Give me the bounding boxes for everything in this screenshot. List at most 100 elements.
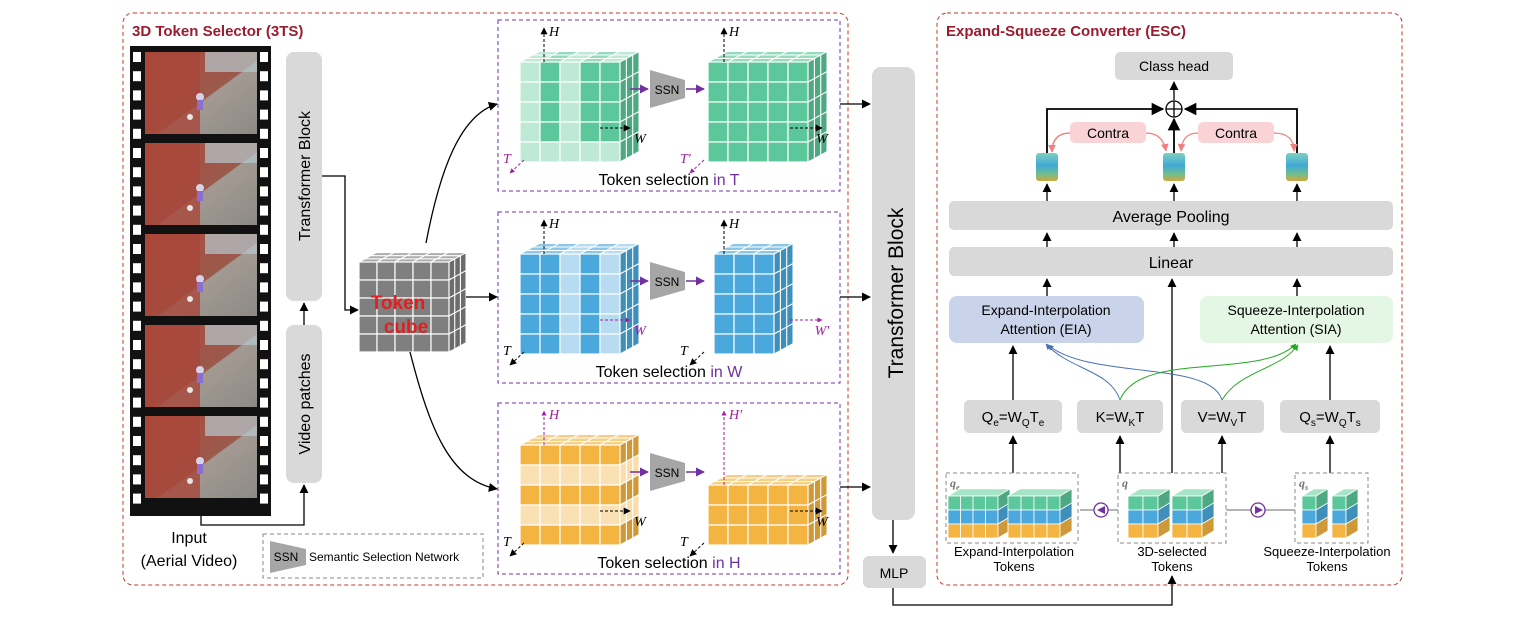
qs-label: Qs=WQTs — [1299, 409, 1361, 429]
ssn-shape-h — [650, 453, 685, 491]
selected-token-block-1 — [1126, 488, 1172, 539]
mlp-label: MLP — [880, 565, 909, 581]
axis-w-in-label-t: W — [634, 132, 647, 147]
axis-t-in-label-t: T — [503, 152, 512, 167]
film-perforation — [260, 167, 268, 178]
film-perforation — [260, 455, 268, 466]
squeeze-tokens-label-line1: Squeeze-Interpolation — [1263, 544, 1390, 559]
average-pooling-block — [949, 201, 1393, 230]
qs-block — [1280, 400, 1380, 433]
q-label: q — [1122, 476, 1128, 490]
q-s-label: qs — [1299, 476, 1308, 492]
film-perforation — [260, 416, 268, 427]
video-frame — [145, 325, 257, 407]
token-cube-label-line1: Token — [371, 293, 426, 314]
k-to-sia-curve — [1119, 343, 1297, 401]
expand-tokens-label-line1: Expand-Interpolation — [954, 544, 1074, 559]
film-perforation — [133, 416, 141, 427]
token-selector-title: 3D Token Selector (3TS) — [132, 23, 303, 40]
film-perforation — [133, 301, 141, 312]
output-cube-w — [713, 242, 794, 355]
3d-tokens-label-line1: 3D-selected — [1137, 544, 1206, 559]
expand-token-block-1 — [946, 488, 1012, 539]
film-perforation — [133, 90, 141, 101]
esc-panel — [936, 12, 1403, 586]
axis-t-out-w — [689, 351, 705, 366]
film-perforation — [260, 52, 268, 62]
film-perforation — [260, 301, 268, 312]
ssn-label-t: SSN — [655, 83, 680, 97]
axis-t-in-label-h: T — [503, 535, 512, 550]
squeeze-tokens-box — [1294, 472, 1369, 544]
v-to-sia-curve — [1221, 344, 1299, 401]
linear-block — [949, 247, 1393, 276]
film-perforation — [260, 397, 268, 408]
film-perforation — [133, 186, 141, 197]
film-perforation — [133, 167, 141, 178]
expand-token-block-2 — [1006, 488, 1074, 539]
axis-t-out-label-t: T′ — [680, 152, 692, 167]
film-perforation — [260, 493, 268, 504]
k-block — [1077, 400, 1163, 433]
left-transformer-label: Transformer Block — [297, 110, 314, 241]
film-perforation — [260, 282, 268, 293]
axis-t-in-w — [509, 351, 525, 366]
squeeze-token-block-1 — [1300, 488, 1330, 539]
k-label: K=WKT — [1096, 409, 1145, 429]
legend-ssn-label: SSN — [274, 550, 299, 564]
ssn-shape-t — [650, 70, 685, 108]
mlp-to-3d-tokens-arrow — [892, 575, 1177, 606]
film-perforation — [260, 205, 268, 216]
input-cube-w — [519, 242, 640, 355]
q-e-label: qe — [950, 476, 960, 492]
contra-left-block — [1070, 122, 1146, 143]
expand-tokens-label-line2: Tokens — [993, 559, 1035, 574]
film-perforation — [260, 359, 268, 370]
video-frame — [145, 52, 257, 134]
legend-ssn-shape — [270, 541, 306, 573]
legend-text: Semantic Selection Network — [309, 550, 460, 564]
film-perforation — [133, 128, 141, 139]
esc-title: Expand-Squeeze Converter (ESC) — [946, 23, 1186, 40]
v-to-eia-curve — [1047, 344, 1223, 401]
qe-block — [964, 400, 1062, 433]
video-frame — [145, 416, 257, 498]
selection-caption-w: Token selection in W — [596, 364, 744, 381]
pooled-feature-left — [1036, 153, 1058, 181]
3d-tokens-label-line2: Tokens — [1151, 559, 1193, 574]
ssn-shape-w — [650, 262, 685, 300]
film-perforation — [133, 244, 141, 254]
contra-right-block — [1198, 122, 1274, 143]
axis-w-in-label-w: W — [634, 324, 647, 339]
class-head-block — [1115, 52, 1233, 80]
v-label: V=WVT — [1198, 409, 1247, 429]
film-perforation — [260, 109, 268, 120]
ssn-label-h: SSN — [655, 466, 680, 480]
film-perforation — [133, 320, 141, 331]
token-cube-label-line2: cube — [384, 317, 428, 338]
contra-left-arrow-back — [1048, 132, 1071, 153]
selected-token-block-2 — [1170, 488, 1216, 539]
ssn-legend-box — [262, 533, 484, 579]
axis-h-in-label-t: H — [548, 25, 560, 40]
axis-t-out-label-h: T — [680, 535, 689, 550]
squeeze-direction-icon — [1250, 502, 1266, 518]
eia-block — [949, 296, 1144, 343]
film-perforation — [133, 263, 141, 274]
video-frame — [145, 143, 257, 225]
k-to-eia-curve — [1045, 343, 1121, 401]
axis-h-in-label-h: H — [548, 408, 560, 423]
pooled-feature-right — [1286, 153, 1308, 181]
left-feature-to-sum-arrow — [1046, 102, 1165, 153]
film-perforation — [133, 109, 141, 120]
cube-to-t-selection-arrow — [425, 101, 498, 244]
squeeze-tokens-label-line2: Tokens — [1306, 559, 1348, 574]
film-perforation — [260, 320, 268, 331]
video-patches-block — [286, 325, 322, 483]
video-frame — [145, 234, 257, 316]
film-perforation — [260, 128, 268, 139]
class-head-label: Class head — [1139, 58, 1209, 74]
ssn-label-w: SSN — [655, 275, 680, 289]
